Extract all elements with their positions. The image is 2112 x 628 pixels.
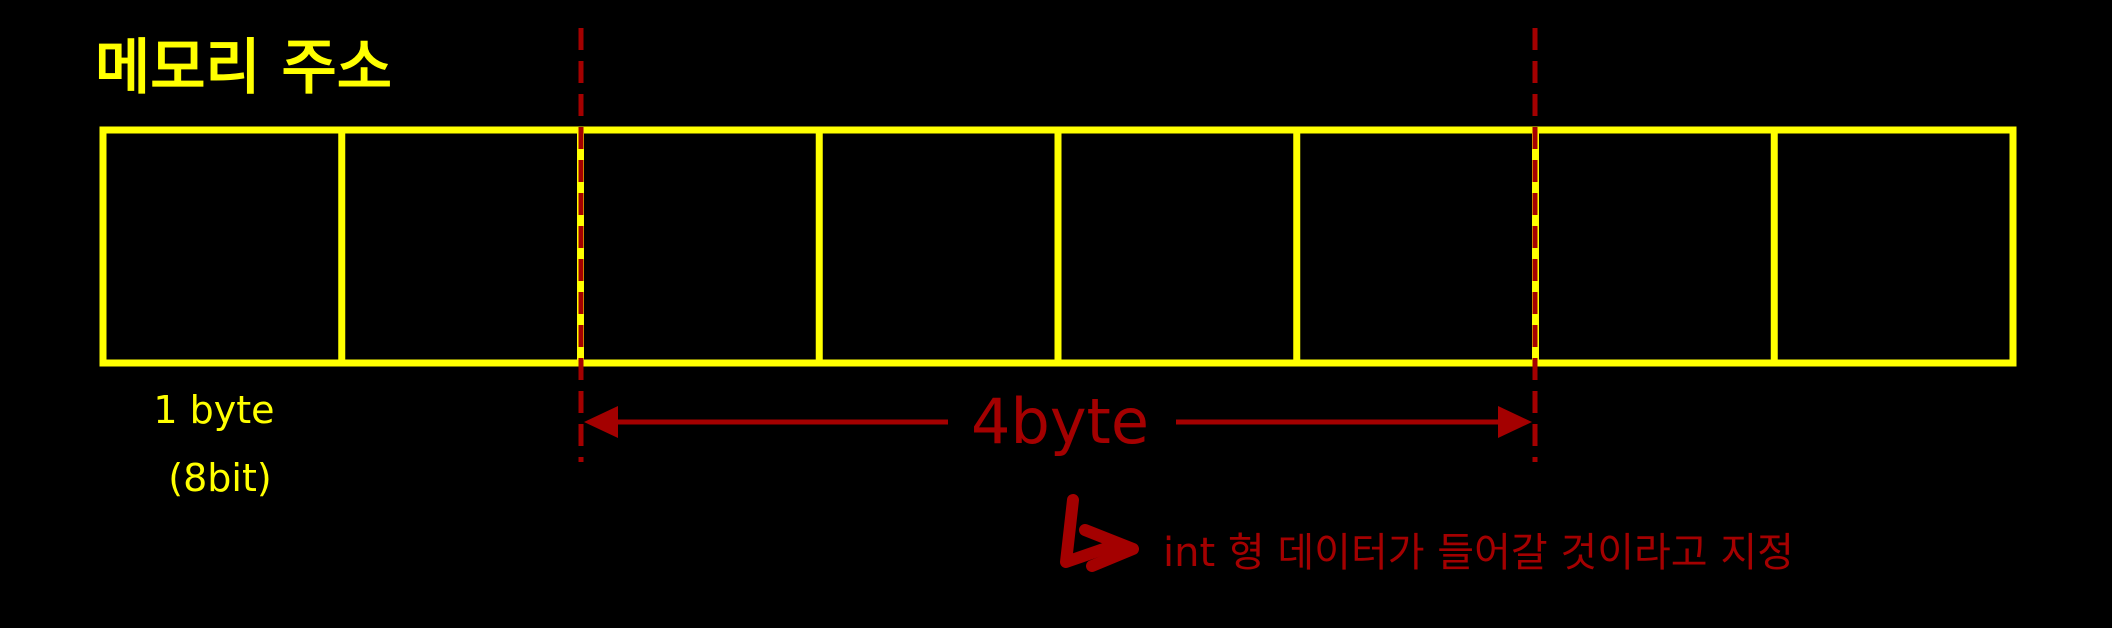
span-arrow-left-head bbox=[584, 406, 618, 438]
span-arrow-right-head bbox=[1498, 406, 1532, 438]
cell-size-label: 1 byte (8bit) bbox=[153, 388, 286, 500]
cell-dividers bbox=[338, 130, 1778, 363]
cell-size-label-line2: (8bit) bbox=[168, 456, 271, 500]
annotation-note: int 형 데이터가 들어갈 것이라고 지정 bbox=[1163, 530, 1794, 576]
span-arrow bbox=[584, 406, 1532, 438]
hook-arrow-icon bbox=[1060, 494, 1139, 572]
memory-cells bbox=[99, 126, 2017, 367]
cell-size-label-line1: 1 byte bbox=[153, 388, 274, 432]
diagram-title: 메모리 주소 bbox=[95, 33, 392, 103]
span-size-label: 4byte bbox=[971, 385, 1149, 458]
